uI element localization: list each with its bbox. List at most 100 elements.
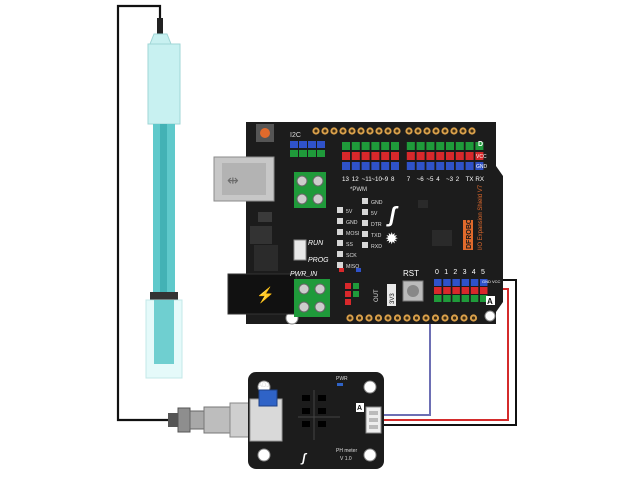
spi-pin[interactable] — [337, 251, 343, 257]
xbee-pin[interactable] — [362, 198, 368, 204]
spi-pin[interactable] — [337, 262, 343, 268]
reset-button[interactable] — [402, 280, 424, 302]
digital-pin[interactable] — [436, 152, 445, 160]
digital-pin[interactable] — [351, 162, 360, 170]
analog-pin[interactable] — [461, 287, 470, 294]
product-text: I/O Expansion Shield V7 — [478, 184, 484, 250]
digital-pin[interactable] — [426, 152, 435, 160]
screw-terminal-upper[interactable] — [294, 172, 326, 208]
digital-pin[interactable] — [381, 142, 390, 150]
digital-pin[interactable] — [446, 142, 454, 150]
spi-pin[interactable] — [337, 207, 343, 213]
digital-pin-label: ~9 — [381, 176, 389, 183]
mount-hole — [257, 448, 271, 462]
analog-pin[interactable] — [443, 279, 451, 286]
digital-pin[interactable] — [342, 142, 350, 150]
xbee-pin-label: DTR — [371, 222, 382, 228]
digital-pin[interactable] — [406, 162, 415, 170]
digital-pin[interactable] — [426, 142, 435, 150]
digital-pin[interactable] — [406, 142, 415, 150]
spi-pin[interactable] — [337, 218, 343, 224]
digital-pin[interactable] — [391, 162, 399, 170]
spi-pin[interactable] — [337, 240, 343, 246]
digital-pin[interactable] — [436, 142, 445, 150]
xbee-header[interactable] — [362, 198, 368, 248]
digital-pin[interactable] — [416, 152, 425, 160]
analog-pin[interactable] — [480, 295, 488, 302]
digital-pin[interactable] — [475, 142, 484, 150]
run-prog-switch[interactable] — [293, 239, 307, 261]
digital-pin[interactable] — [416, 142, 425, 150]
digital-pin[interactable] — [342, 162, 350, 170]
analog-pin[interactable] — [452, 295, 460, 302]
digital-pin[interactable] — [391, 142, 399, 150]
analog-pin[interactable] — [434, 279, 442, 286]
digital-pin[interactable] — [381, 152, 390, 160]
spi-pin[interactable] — [337, 229, 343, 235]
digital-pin[interactable] — [446, 152, 454, 160]
digital-pin[interactable] — [436, 162, 445, 170]
digital-pin[interactable] — [371, 142, 380, 150]
analog-pin[interactable] — [443, 287, 451, 294]
digital-pin[interactable] — [426, 162, 435, 170]
digital-pin[interactable] — [416, 162, 425, 170]
xbee-pin[interactable] — [362, 209, 368, 215]
pwr-in-label: PWR_IN — [290, 271, 318, 278]
digital-pin[interactable] — [465, 152, 474, 160]
digital-pin[interactable] — [351, 152, 360, 160]
i2c-header[interactable] — [290, 141, 325, 157]
digital-pin[interactable] — [371, 152, 380, 160]
probe-inner-tube — [160, 124, 167, 294]
gear-icon: ✹ — [385, 231, 398, 248]
analog-pin[interactable] — [434, 295, 442, 302]
bnc-connector — [168, 402, 251, 438]
analog-pin[interactable] — [480, 287, 488, 294]
xbee-pin[interactable] — [362, 231, 368, 237]
rst-label: RST — [403, 269, 419, 278]
digital-pin[interactable] — [406, 152, 415, 160]
digital-pin[interactable] — [455, 142, 464, 150]
analog-pin[interactable] — [443, 295, 451, 302]
digital-pin[interactable] — [446, 162, 454, 170]
analog-pin[interactable] — [480, 279, 488, 286]
analog-pin[interactable] — [470, 287, 479, 294]
digital-pin[interactable] — [391, 152, 399, 160]
gnd-vcc-label: GND VCC — [482, 279, 501, 284]
digital-pin[interactable] — [351, 142, 360, 150]
xbee-pin[interactable] — [362, 220, 368, 226]
screw-terminal-lower[interactable] — [294, 279, 330, 317]
analog-pin[interactable] — [470, 279, 479, 286]
a-tag: A — [487, 297, 493, 306]
analog-pin[interactable] — [470, 295, 479, 302]
digital-pin-headers[interactable] — [342, 142, 484, 170]
digital-pin[interactable] — [475, 152, 484, 160]
spi-header[interactable] — [337, 207, 343, 268]
analog-pin[interactable] — [461, 295, 470, 302]
a-label: A — [357, 405, 362, 412]
xbee-pin-label: 5V — [371, 211, 378, 217]
analog-pin[interactable] — [452, 279, 460, 286]
digital-pin[interactable] — [465, 142, 474, 150]
digital-pin[interactable] — [361, 162, 370, 170]
digital-pin[interactable] — [361, 152, 370, 160]
analog-pin[interactable] — [461, 279, 470, 286]
digital-pin[interactable] — [361, 142, 370, 150]
analog-pin-headers[interactable] — [434, 279, 488, 302]
digital-pin[interactable] — [371, 162, 380, 170]
analog-pin[interactable] — [452, 287, 460, 294]
lightning-icon: ⚡ — [256, 286, 275, 304]
power-jack — [227, 273, 297, 315]
xbee-pin-label: TXD — [371, 233, 382, 239]
digital-pin[interactable] — [342, 152, 350, 160]
adj-potentiometer[interactable] — [258, 389, 278, 407]
digital-pin[interactable] — [455, 162, 464, 170]
analog-pin-label: 0 — [435, 269, 439, 276]
digital-pin[interactable] — [455, 152, 464, 160]
digital-pin[interactable] — [465, 162, 474, 170]
analog-pin[interactable] — [434, 287, 442, 294]
xbee-pin[interactable] — [362, 242, 368, 248]
digital-pin[interactable] — [475, 162, 484, 170]
chip — [318, 395, 326, 401]
digital-pin[interactable] — [381, 162, 390, 170]
top-header-left — [312, 127, 401, 135]
